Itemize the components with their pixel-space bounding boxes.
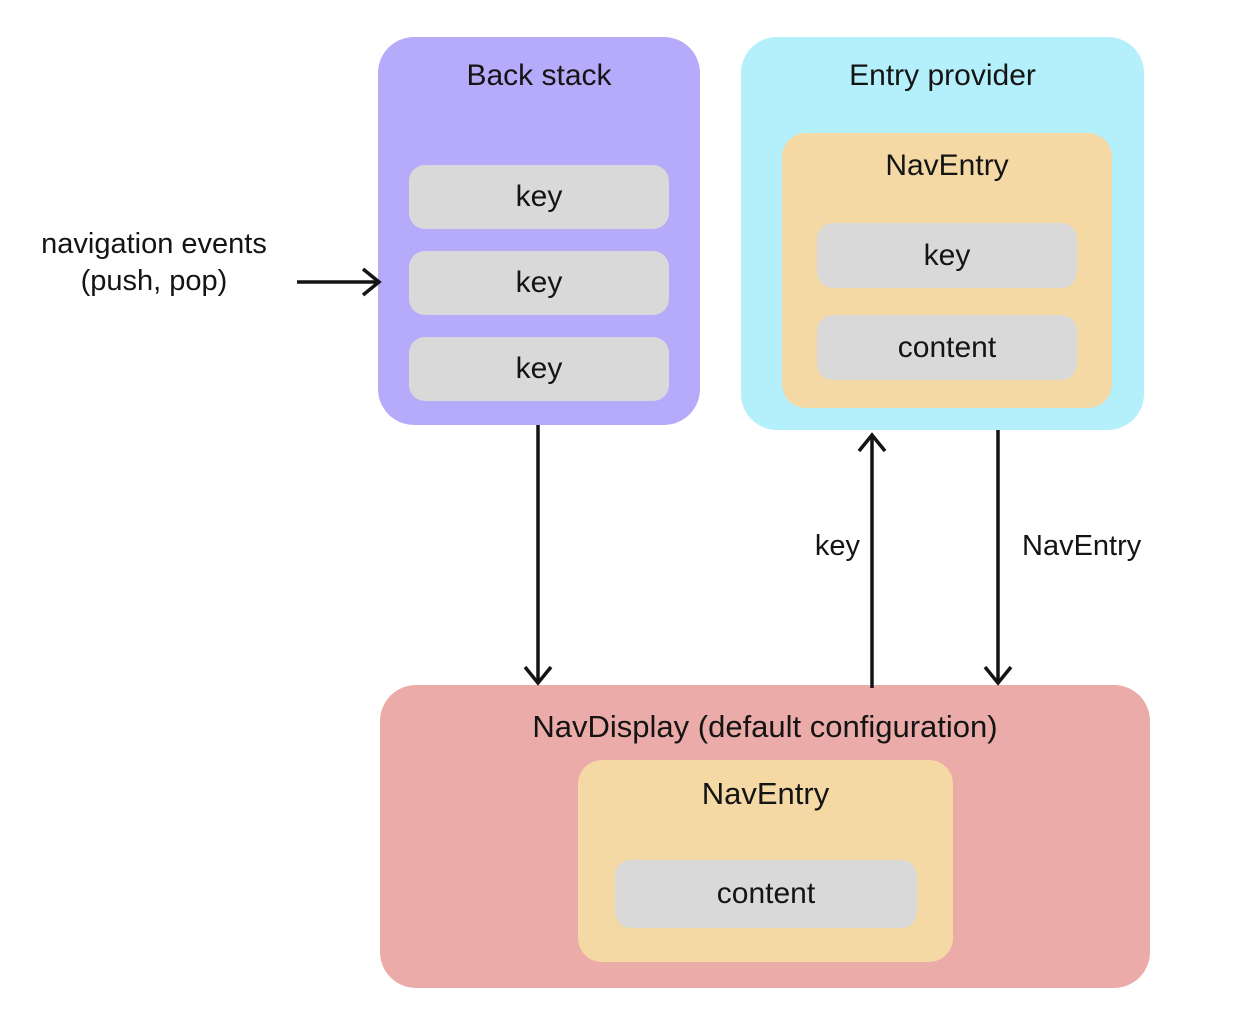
navigation-events-line1: navigation events: [41, 228, 267, 260]
back-stack-key-pill: key: [409, 165, 669, 229]
back-stack-key-list: key key key: [409, 165, 669, 401]
navigation-events-label: navigation events (push, pop): [8, 226, 300, 300]
naventry-edge-label: NavEntry: [1022, 530, 1142, 562]
navigation-events-line2: (push, pop): [80, 265, 228, 297]
entry-provider-naventry-fields: key content: [817, 223, 1077, 380]
nav-display-naventry-title: NavEntry: [701, 776, 830, 811]
back-stack-box: Back stack key key key: [378, 37, 700, 425]
entry-provider-title: Entry provider: [849, 59, 1036, 92]
nav-display-title: NavDisplay (default configuration): [532, 709, 998, 744]
back-stack-key-pill: key: [409, 337, 669, 401]
naventry-content-pill: content: [817, 315, 1077, 380]
back-stack-key-pill: key: [409, 251, 669, 315]
naventry-content-pill: content: [615, 860, 917, 928]
push-pop-arrow: [297, 267, 382, 297]
entry-provider-naventry-title: NavEntry: [885, 149, 1009, 182]
back-stack-title: Back stack: [466, 59, 612, 92]
entry-provider-naventry-box: NavEntry key content: [782, 133, 1112, 408]
naventry-key-pill: key: [817, 223, 1077, 288]
key-up-arrow: [857, 432, 887, 688]
key-edge-label: key: [814, 530, 860, 562]
backstack-to-navdisplay-arrow: [523, 425, 553, 686]
nav-display-naventry-box: NavEntry content: [578, 760, 953, 962]
entry-provider-box: Entry provider NavEntry key content: [741, 37, 1144, 430]
naventry-down-arrow: [983, 430, 1013, 686]
nav-display-box: NavDisplay (default configuration) NavEn…: [380, 685, 1150, 988]
